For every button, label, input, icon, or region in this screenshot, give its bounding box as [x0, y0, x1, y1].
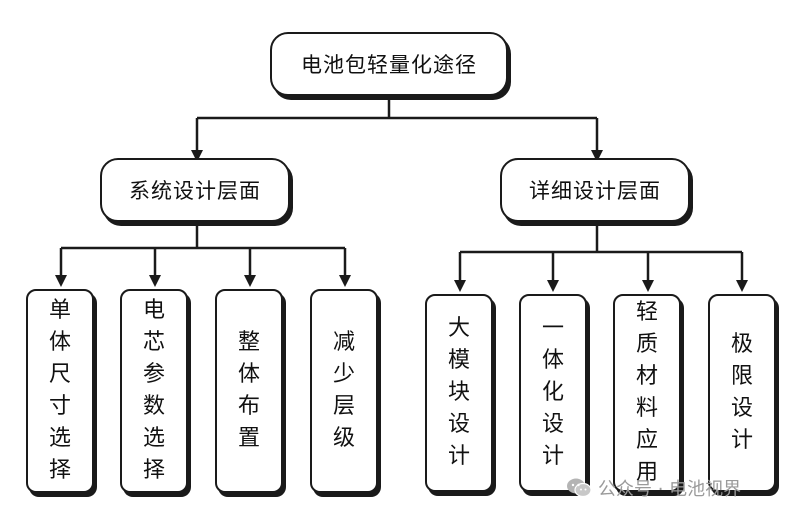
leaf-label: 大模块设计: [448, 316, 471, 469]
leaf-node: 极限设计: [708, 294, 776, 492]
branch-node-detail: 详细设计层面: [500, 158, 690, 222]
leaf-node: 电芯参数选择: [120, 289, 188, 493]
leaf-node: 整体布置: [215, 289, 283, 493]
branch-node-system: 系统设计层面: [100, 158, 290, 222]
watermark-text: 公众号 · 电池视界: [598, 479, 742, 500]
leaf-label: 整体布置: [238, 330, 261, 451]
leaf-node: 大模块设计: [425, 294, 493, 492]
root-node: 电池包轻量化途径: [270, 32, 508, 96]
root-label: 电池包轻量化途径: [301, 53, 477, 77]
leaf-label: 一体化设计: [542, 316, 565, 469]
leaf-node: 一体化设计: [519, 294, 587, 492]
leaf-node: 减少层级: [310, 289, 378, 493]
watermark: 公众号 · 电池视界: [566, 474, 741, 502]
branch-label: 系统设计层面: [129, 179, 261, 203]
wechat-icon: [566, 477, 592, 499]
branch-label: 详细设计层面: [529, 179, 661, 203]
leaf-label: 极限设计: [731, 332, 754, 453]
leaf-label: 减少层级: [333, 330, 356, 451]
leaf-node: 单体尺寸选择: [26, 289, 94, 493]
leaf-node: 轻质材料应用: [613, 294, 681, 492]
leaf-label: 轻质材料应用: [636, 300, 659, 485]
leaf-label: 单体尺寸选择: [49, 298, 72, 483]
leaf-label: 电芯参数选择: [143, 298, 166, 483]
